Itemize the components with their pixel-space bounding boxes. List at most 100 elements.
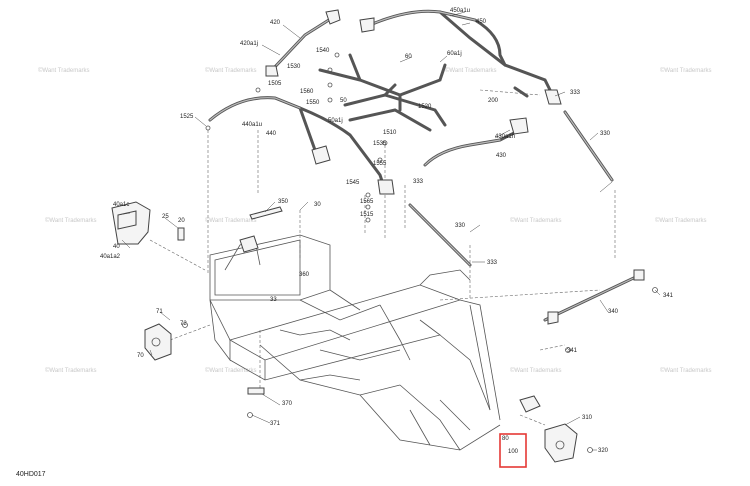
nut-72 (182, 322, 188, 328)
part-label-333[interactable]: 333 (413, 179, 424, 185)
highlight-box[interactable] (499, 433, 527, 468)
leader-lines (117, 11, 661, 451)
chassis-front-cage (209, 234, 331, 301)
part-label-360[interactable]: 360 (299, 272, 310, 278)
brackets (111, 52, 658, 463)
chassis-rear (359, 394, 501, 451)
watermark: ©Want Trademarks (660, 367, 712, 374)
part-label-1525[interactable]: 1525 (180, 114, 194, 120)
part-label-40a1c[interactable]: 40a1c (113, 202, 129, 208)
part-label-1540[interactable]: 1540 (316, 48, 330, 54)
assembly-line (169, 324, 211, 341)
cross-bar-50 (343, 93, 447, 127)
part-label-80[interactable]: 80 (502, 436, 509, 442)
bolt-20 (177, 227, 185, 241)
assembly-line (479, 89, 541, 96)
part-label-430a1h[interactable]: 430a1h (495, 134, 515, 140)
bracket (265, 65, 279, 77)
part-label-25[interactable]: 25 (162, 214, 169, 220)
part-label-30[interactable]: 30 (314, 202, 321, 208)
part-label-40[interactable]: 40 (113, 244, 120, 250)
main-chassis (209, 234, 501, 451)
assembly-line (519, 414, 546, 426)
part-label-310[interactable]: 310 (582, 415, 593, 421)
bracket-310 (519, 395, 541, 413)
nut-341 (652, 287, 658, 293)
roof-assembly (208, 9, 562, 195)
part-label-450[interactable]: 450 (476, 19, 487, 25)
part-label-71[interactable]: 71 (156, 309, 163, 315)
part-labels: 420 420a1j 450a1u 450 1540 60 60a1j 1530… (100, 8, 674, 455)
watermark: ©Want Trademarks (45, 217, 97, 224)
diagram-code: 40HD017 (16, 471, 46, 478)
part-label-60a1j[interactable]: 60a1j (447, 51, 462, 57)
part-label-330[interactable]: 330 (455, 223, 466, 229)
watermark: ©Want Trademarks (445, 67, 497, 74)
part-label-330[interactable]: 330 (600, 131, 611, 137)
part-label-1515[interactable]: 1515 (360, 212, 374, 218)
part-label-33[interactable]: 33 (270, 297, 277, 303)
assembly-line (439, 289, 601, 301)
part-label-333[interactable]: 333 (487, 260, 498, 266)
watermarks: ©Want Trademarks ©Want Trademarks ©Want … (38, 67, 712, 374)
part-label-340[interactable]: 340 (608, 309, 619, 315)
bracket-320 (544, 423, 578, 463)
part-label-1530[interactable]: 1530 (287, 64, 301, 70)
watermark: ©Want Trademarks (660, 67, 712, 74)
bracket (325, 9, 341, 25)
part-label-333[interactable]: 333 (570, 90, 581, 96)
part-label-371[interactable]: 371 (270, 421, 281, 427)
watermark: ©Want Trademarks (205, 217, 257, 224)
part-label-70[interactable]: 70 (137, 353, 144, 359)
part-label-440[interactable]: 440 (266, 131, 277, 137)
watermark: ©Want Trademarks (510, 217, 562, 224)
part-label-341[interactable]: 341 (663, 293, 674, 299)
part-label-430[interactable]: 430 (496, 153, 507, 159)
part-label-1545[interactable]: 1545 (346, 180, 360, 186)
long-tubes (408, 110, 645, 325)
part-label-200[interactable]: 200 (488, 98, 499, 104)
part-label-450a1u[interactable]: 450a1u (450, 8, 470, 14)
bolt-370 (247, 387, 265, 395)
nut-371 (247, 412, 253, 418)
part-label-1560[interactable]: 1560 (300, 89, 314, 95)
bracket-70 (144, 323, 172, 361)
roof-bar-450 (438, 10, 557, 102)
watermark: ©Want Trademarks (45, 367, 97, 374)
part-label-1565[interactable]: 1565 (360, 199, 374, 205)
part-label-1550[interactable]: 1550 (306, 100, 320, 106)
part-label-370[interactable]: 370 (282, 401, 293, 407)
part-label-1535[interactable]: 1535 (373, 141, 387, 147)
assembly-line (149, 239, 206, 271)
nut-341 (565, 347, 571, 353)
watermark: ©Want Trademarks (655, 217, 707, 224)
part-label-341[interactable]: 341 (567, 348, 578, 354)
watermark: ©Want Trademarks (205, 67, 257, 74)
assembly-line (539, 344, 566, 351)
part-label-40a1a2[interactable]: 40a1a2 (100, 254, 121, 260)
part-label-100[interactable]: 100 (508, 449, 519, 455)
part-label-1505[interactable]: 1505 (268, 81, 282, 87)
roof-bar-420 (270, 16, 334, 72)
part-label-60[interactable]: 60 (405, 54, 412, 60)
part-label-72[interactable]: 72 (180, 321, 187, 327)
part-label-420[interactable]: 420 (270, 20, 281, 26)
roof-bar-440 (208, 96, 387, 192)
part-label-50a1j[interactable]: 50a1j (328, 118, 343, 124)
part-label-350[interactable]: 350 (278, 199, 289, 205)
part-label-50[interactable]: 50 (340, 98, 347, 104)
watermark: ©Want Trademarks (38, 67, 90, 74)
part-label-420a1j[interactable]: 420a1j (240, 41, 258, 47)
part-label-1510[interactable]: 1510 (383, 130, 397, 136)
cross-bar-60 (348, 53, 447, 97)
part-label-320[interactable]: 320 (598, 448, 609, 454)
part-label-1520[interactable]: 1520 (418, 104, 432, 110)
bolt-350 (249, 206, 283, 220)
bolt-200 (513, 86, 529, 98)
part-label-20[interactable]: 20 (178, 218, 185, 224)
part-label-1555[interactable]: 1555 (373, 161, 387, 167)
watermark: ©Want Trademarks (510, 367, 562, 374)
part-label-440a1u[interactable]: 440a1u (242, 122, 262, 128)
